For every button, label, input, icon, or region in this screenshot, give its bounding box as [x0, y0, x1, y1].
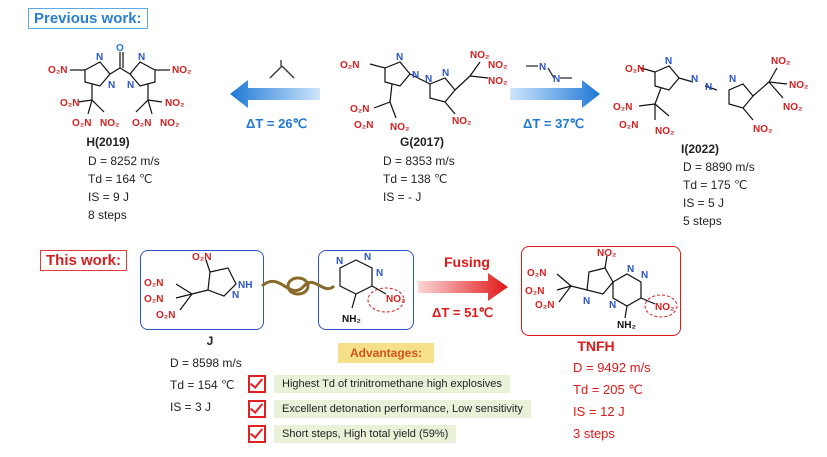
- svg-text:O₂N: O₂N: [613, 102, 632, 113]
- box-TNFH: [521, 246, 681, 336]
- svg-text:NO₂: NO₂: [655, 302, 674, 313]
- compound-I-name: I(2022): [680, 142, 720, 156]
- svg-text:N: N: [108, 80, 115, 91]
- svg-text:O₂N: O₂N: [192, 252, 211, 263]
- svg-text:NO₂: NO₂: [386, 294, 405, 305]
- svg-text:N: N: [364, 252, 371, 263]
- box-J-triazine: [318, 250, 414, 330]
- svg-text:N: N: [705, 82, 712, 93]
- svg-text:N: N: [336, 256, 343, 267]
- svg-text:N: N: [665, 56, 672, 67]
- compound-I-properties: D = 8890 m/s Td = 175 ℃ IS = 5 J 5 steps: [683, 160, 755, 228]
- svg-text:NO₂: NO₂: [452, 116, 471, 127]
- svg-text:NO₂: NO₂: [655, 126, 674, 137]
- svg-text:N: N: [232, 290, 239, 301]
- svg-text:NO₂: NO₂: [488, 76, 507, 87]
- compound-J-properties: D = 8598 m/s Td = 154 ℃ IS = 3 J: [170, 356, 242, 414]
- fusing-arrow: [418, 273, 508, 301]
- svg-text:O₂N: O₂N: [340, 60, 359, 71]
- svg-text:NH: NH: [238, 280, 252, 291]
- checkbox-icon: [248, 425, 266, 443]
- svg-text:O₂N: O₂N: [48, 65, 67, 76]
- svg-text:O₂N: O₂N: [527, 268, 546, 279]
- advantage-item: Highest Td of trinitromethane high explo…: [248, 373, 510, 395]
- compound-J-name: J: [206, 334, 214, 348]
- compound-H-name: H(2019): [86, 135, 130, 149]
- compound-TNFH-name: TNFH: [577, 338, 615, 354]
- svg-text:NO₂: NO₂: [753, 124, 772, 135]
- advantage-text: Excellent detonation performance, Low se…: [274, 400, 531, 418]
- svg-text:N: N: [138, 52, 145, 63]
- svg-text:O₂N: O₂N: [354, 120, 373, 131]
- svg-text:NO₂: NO₂: [488, 60, 507, 71]
- fusing-dt: ΔT = 51℃: [432, 305, 494, 320]
- checkbox-icon: [248, 400, 266, 418]
- svg-text:NO₂: NO₂: [100, 118, 119, 129]
- svg-text:O₂N: O₂N: [535, 300, 554, 311]
- box-J-pyrazole: [140, 250, 264, 330]
- svg-text:N: N: [96, 52, 103, 63]
- svg-text:N: N: [442, 68, 449, 79]
- right-arrow-dt: ΔT = 37℃: [523, 116, 585, 131]
- advantages-title: Advantages:: [338, 343, 434, 363]
- svg-text:O₂N: O₂N: [625, 64, 644, 75]
- svg-text:O₂N: O₂N: [144, 278, 163, 289]
- svg-text:O: O: [116, 43, 124, 54]
- svg-text:NO₂: NO₂: [390, 122, 409, 133]
- structure-H: O O₂N NO₂ O₂N NO₂ O₂N NO₂ O₂N NO₂ N N N N: [48, 43, 191, 129]
- svg-text:NO₂: NO₂: [789, 80, 808, 91]
- left-arrow-dt: ΔT = 26℃: [246, 116, 308, 131]
- svg-text:O₂N: O₂N: [72, 118, 91, 129]
- advantage-text: Short steps, High total yield (59%): [274, 425, 457, 443]
- svg-text:N: N: [412, 70, 419, 81]
- svg-text:N: N: [376, 268, 383, 279]
- advantage-item: Excellent detonation performance, Low se…: [248, 398, 531, 420]
- previous-work-label: Previous work:: [28, 8, 148, 29]
- svg-text:N: N: [627, 264, 634, 275]
- svg-text:N: N: [641, 270, 648, 281]
- svg-text:NO₂: NO₂: [597, 248, 616, 259]
- svg-text:N: N: [425, 74, 432, 85]
- svg-text:NO₂: NO₂: [783, 102, 802, 113]
- left-arrow: [230, 60, 320, 108]
- checkbox-icon: [248, 375, 266, 393]
- compound-H-properties: D = 8252 m/s Td = 164 ℃ IS = 9 J 8 steps: [88, 154, 160, 222]
- svg-text:O₂N: O₂N: [132, 118, 151, 129]
- svg-text:NO₂: NO₂: [165, 98, 184, 109]
- compound-G-name: G(2017): [399, 135, 445, 149]
- advantage-text: Highest Td of trinitromethane high explo…: [274, 375, 510, 393]
- compound-TNFH-properties: D = 9492 m/s Td = 205 ℃ IS = 12 J 3 step…: [573, 360, 651, 441]
- svg-text:O₂N: O₂N: [60, 98, 79, 109]
- advantage-item: Short steps, High total yield (59%): [248, 423, 457, 445]
- svg-text:N: N: [127, 80, 134, 91]
- svg-text:N: N: [583, 296, 590, 307]
- svg-text:O₂N: O₂N: [144, 294, 163, 305]
- svg-text:N: N: [396, 52, 403, 63]
- svg-text:N: N: [729, 74, 736, 85]
- right-arrow: NN: [510, 62, 600, 108]
- svg-text:N: N: [553, 74, 560, 85]
- svg-text:NH₂: NH₂: [342, 314, 361, 325]
- this-work-label: This work:: [40, 250, 128, 271]
- svg-text:N: N: [691, 74, 698, 85]
- compound-G-properties: D = 8353 m/s Td = 138 ℃ IS = - J: [383, 154, 455, 204]
- svg-text:NO₂: NO₂: [771, 56, 790, 67]
- fusing-label: Fusing: [444, 254, 490, 270]
- svg-text:O₂N: O₂N: [619, 120, 638, 131]
- svg-text:N: N: [539, 62, 546, 73]
- svg-text:O₂N: O₂N: [156, 310, 175, 321]
- svg-text:O₂N: O₂N: [350, 104, 369, 115]
- svg-text:NO₂: NO₂: [160, 118, 179, 129]
- svg-text:NH₂: NH₂: [617, 320, 636, 331]
- svg-text:O₂N: O₂N: [525, 286, 544, 297]
- svg-text:N: N: [609, 300, 616, 311]
- svg-text:NO₂: NO₂: [172, 65, 191, 76]
- svg-text:NO₂: NO₂: [470, 50, 489, 61]
